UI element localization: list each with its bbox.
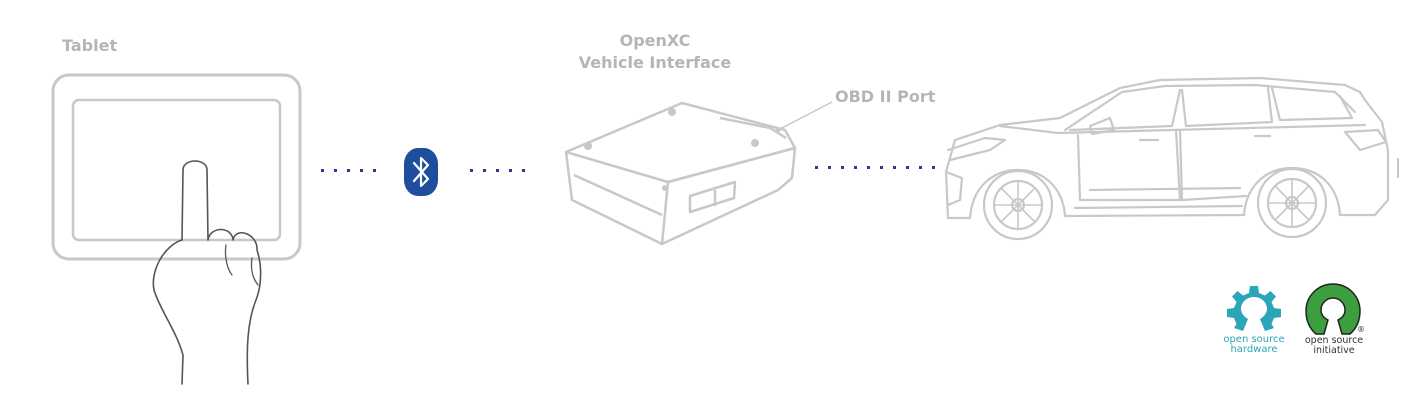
osi-keyhole-icon	[1305, 283, 1361, 335]
vehicle-interface-label-line2: Vehicle Interface	[578, 53, 732, 72]
tablet-label: Tablet	[62, 36, 118, 55]
osi-line2: initiative	[1313, 345, 1355, 356]
osh-line2: hardware	[1230, 344, 1278, 355]
bluetooth-icon	[404, 148, 438, 196]
vehicle-interface-label: OpenXC Vehicle Interface	[570, 30, 740, 74]
vehicle-interface-label-line1: OpenXC	[619, 31, 691, 50]
osh-gear-icon	[1227, 286, 1281, 331]
obd-port-label: OBD II Port	[835, 87, 936, 106]
osi-logo-text: open source initiative	[1298, 336, 1370, 356]
osh-line1: open source	[1223, 334, 1285, 345]
osi-line1: open source	[1304, 335, 1364, 346]
osh-logo-text: open source hardware	[1218, 335, 1290, 355]
osi-registered-mark: ®	[1357, 325, 1365, 334]
